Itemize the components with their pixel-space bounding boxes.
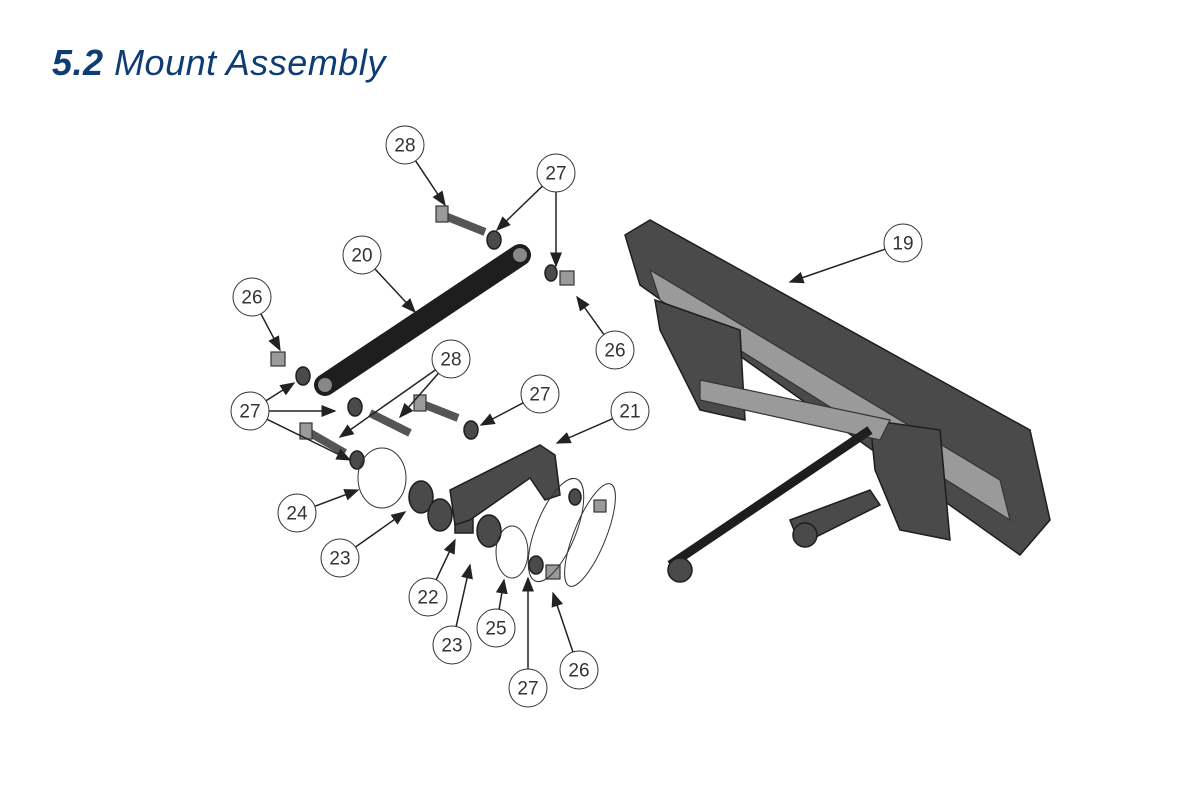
callout-number: 26 xyxy=(241,288,262,309)
callout-circle xyxy=(342,235,382,275)
parts-drawing xyxy=(270,205,1051,587)
callout-circle xyxy=(595,330,635,370)
part-callout-23: 23 xyxy=(320,538,360,578)
callout-circle xyxy=(883,223,923,263)
part-callout-28: 28 xyxy=(431,339,471,379)
leader-arrow xyxy=(338,369,436,438)
part-callout-27: 27 xyxy=(508,668,548,708)
callout-number: 27 xyxy=(517,679,538,700)
leader-arrow xyxy=(355,511,407,548)
callout-number: 25 xyxy=(485,619,506,640)
leader-arrow xyxy=(576,295,605,335)
part-callout-26: 26 xyxy=(232,277,272,317)
leader-arrow xyxy=(495,185,543,232)
callout-circle xyxy=(232,277,272,317)
section-number: 5.2 xyxy=(52,42,104,83)
leader-arrow xyxy=(551,591,574,653)
callout-circle xyxy=(230,391,270,431)
mount-frame xyxy=(624,219,1051,583)
part-callout-27: 27 xyxy=(520,374,560,414)
section-title: Mount Assembly xyxy=(114,42,386,83)
leader-arrow xyxy=(435,538,456,581)
part-callout-27: 27 xyxy=(536,153,576,193)
part-callout-23: 23 xyxy=(432,625,472,665)
callout-circle xyxy=(277,493,317,533)
callout-circle xyxy=(432,625,472,665)
page-title: 5.2 Mount Assembly xyxy=(52,42,386,84)
leader-arrow xyxy=(266,418,352,461)
leader-arrow xyxy=(455,563,473,627)
leader-arrow xyxy=(260,313,281,352)
leader-arrow xyxy=(495,578,508,610)
upper-link xyxy=(314,244,531,396)
leader-arrow xyxy=(314,489,360,507)
part-callout-26: 26 xyxy=(595,330,635,370)
callout-number: 27 xyxy=(545,164,566,185)
callout-circle xyxy=(320,538,360,578)
callout-circle xyxy=(536,153,576,193)
callout-number: 23 xyxy=(441,636,462,657)
leader-arrow xyxy=(399,372,440,419)
part-callout-22: 22 xyxy=(408,577,448,617)
part-callout-28: 28 xyxy=(385,125,425,165)
part-callout-21: 21 xyxy=(610,391,650,431)
callout-number: 26 xyxy=(604,341,625,362)
leader-arrow xyxy=(265,382,296,402)
callout-circle xyxy=(431,339,471,379)
part-callout-26: 26 xyxy=(559,650,599,690)
callout-circle xyxy=(408,577,448,617)
callout-number: 21 xyxy=(619,402,640,423)
leader-arrow xyxy=(479,402,524,426)
leader-arrow xyxy=(374,268,417,314)
callout-number: 27 xyxy=(529,385,550,406)
callout-number: 24 xyxy=(286,504,308,525)
callout-number: 20 xyxy=(351,246,372,267)
callout-number: 22 xyxy=(417,588,438,609)
part-callout-24: 24 xyxy=(277,493,317,533)
callout-circle xyxy=(508,668,548,708)
callout-number: 27 xyxy=(239,402,260,423)
callout-circle xyxy=(610,391,650,431)
part-callout-19: 19 xyxy=(883,223,923,263)
callout-circle xyxy=(476,608,516,648)
callout-circle xyxy=(385,125,425,165)
callout-number: 23 xyxy=(329,549,350,570)
lower-arm xyxy=(449,444,561,526)
part-callout-20: 20 xyxy=(342,235,382,275)
callout-circle xyxy=(559,650,599,690)
callout-number: 28 xyxy=(394,136,415,157)
callout-number: 28 xyxy=(440,350,461,371)
leader-arrow xyxy=(414,160,446,207)
part-callout-25: 25 xyxy=(476,608,516,648)
callout-number: 26 xyxy=(568,661,589,682)
leader-arrow xyxy=(788,248,886,284)
part-callout-27: 27 xyxy=(230,391,270,431)
leader-arrow xyxy=(555,417,613,444)
callout-circle xyxy=(520,374,560,414)
callout-number: 19 xyxy=(892,234,913,255)
